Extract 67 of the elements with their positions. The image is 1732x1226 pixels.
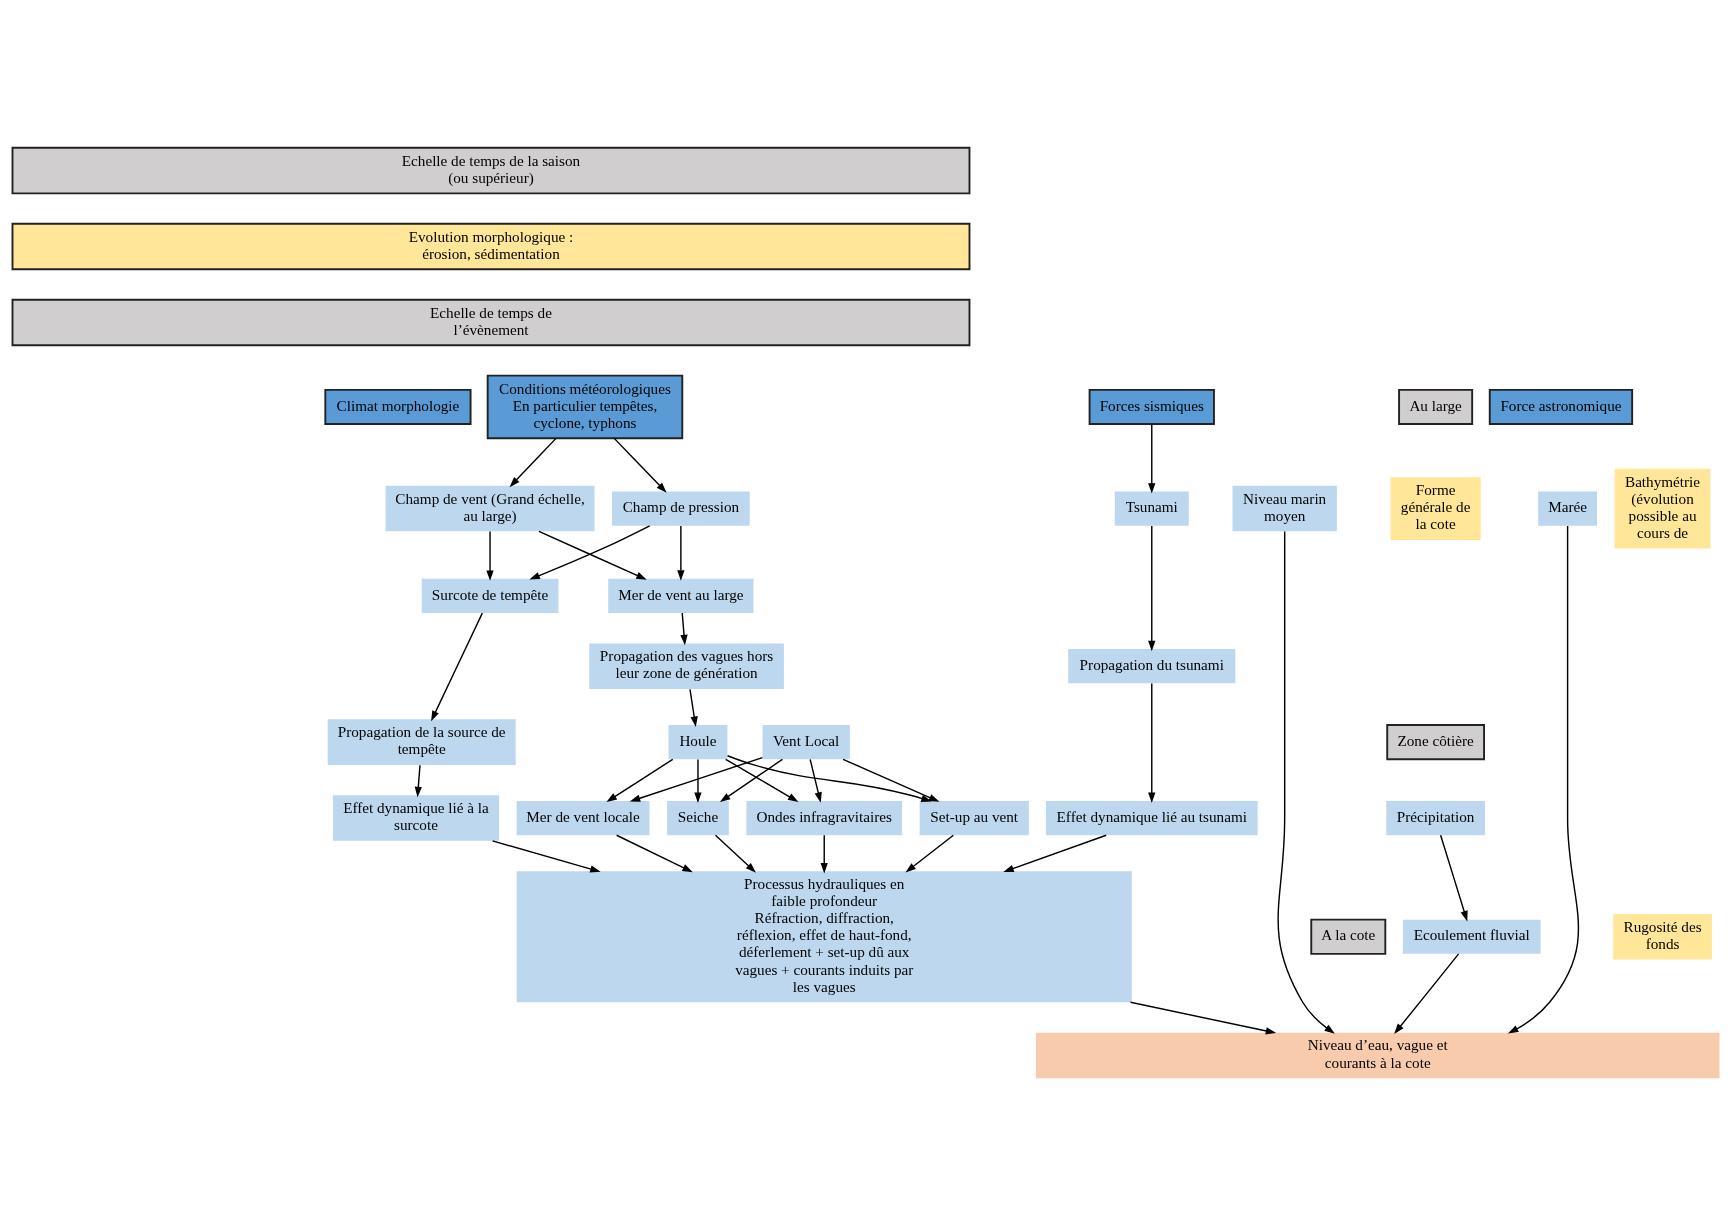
node-box: Effet dynamique lié à la surcote: [332, 795, 500, 841]
node-box: Evolution morphologique : érosion, sédimentation: [11, 222, 971, 271]
node-box: Processus hydrauliques en faible profondeur Réfraction, diffraction, réflexion, effet de haut-fond, déferlement + set-up dû aux vagues + courants induits par les vagues: [516, 871, 1132, 1003]
arrow: [1508, 525, 1580, 1034]
node-box: A la cote: [1310, 918, 1387, 955]
arrow: [719, 758, 784, 803]
arrow: [615, 834, 693, 873]
node-box: Marée: [1538, 491, 1598, 526]
node-box: Echelle de temps de l’évènement: [11, 298, 971, 347]
arrow: [529, 525, 651, 580]
arrow: [1148, 682, 1156, 803]
node-box: Propagation du tsunami: [1068, 649, 1236, 684]
node-box: Mer de vent au large: [608, 578, 754, 613]
arrow: [842, 758, 940, 802]
arrow: [1003, 834, 1107, 872]
node-box: Force astronomique: [1488, 388, 1634, 425]
node-box: Niveau marin moyen: [1232, 485, 1337, 532]
arrow: [606, 758, 674, 803]
node-box: Conditions météorologiques En particulier tempêtes, cyclone, typhons: [486, 374, 684, 440]
node-box: Propagation des vagues hors leur zone de génération: [589, 643, 784, 689]
arrow: [694, 758, 702, 803]
node-box: Surcote de tempête: [421, 578, 559, 613]
arrow: [414, 764, 422, 798]
node-box: Bathymétrie (évolution possible au cours de: [1614, 468, 1711, 549]
arrow: [538, 530, 647, 580]
node-box: Niveau d’eau, vague et courants à la cote: [1035, 1032, 1720, 1079]
arrow: [509, 437, 557, 488]
node-box: Champ de vent (Grand échelle, au large): [385, 485, 595, 532]
node-box: Propagation de la source de tempête: [327, 719, 516, 765]
node-box: Forces sismiques: [1088, 388, 1215, 425]
node-box: Ondes infragravitaires: [746, 801, 903, 836]
node-box: Au large: [1398, 388, 1474, 425]
node-box: Précipitation: [1386, 801, 1485, 836]
node-box: Zone côtière: [1386, 724, 1485, 761]
node-box: Climat morphologie: [324, 388, 472, 425]
node-box: Echelle de temps de la saison (ou supérieur): [11, 146, 971, 195]
arrow: [905, 834, 955, 873]
arrow: [1148, 525, 1156, 652]
arrow: [1439, 834, 1468, 922]
arrow: [680, 612, 688, 646]
node-box: Tsunami: [1114, 491, 1189, 526]
arrow: [486, 530, 494, 581]
arrow: [714, 834, 756, 873]
node-box: Ecoulement fluvial: [1402, 919, 1541, 954]
arrow: [1394, 953, 1460, 1035]
arrow: [629, 756, 764, 802]
arrow: [1129, 1001, 1277, 1035]
arrow: [726, 755, 932, 802]
node-box: Mer de vent locale: [516, 801, 650, 836]
node-box: Forme générale de la cote: [1390, 477, 1481, 540]
node-box: Effet dynamique lié au tsunami: [1045, 801, 1258, 836]
node-box: Rugosité des fonds: [1613, 913, 1712, 960]
node-box: Set-up au vent: [919, 801, 1029, 836]
node-box: Champ de pression: [612, 491, 750, 526]
arrow: [809, 758, 822, 803]
arrow: [613, 437, 667, 493]
node-box: Seiche: [667, 801, 729, 836]
arrow: [724, 758, 799, 802]
arrow: [431, 612, 484, 722]
arrow: [689, 688, 698, 727]
arrow: [820, 834, 828, 874]
arrow: [1277, 530, 1335, 1034]
node-box: Houle: [668, 725, 728, 760]
arrow: [677, 525, 685, 581]
arrow: [1148, 423, 1156, 494]
node-box: Vent Local: [762, 725, 850, 760]
arrow: [491, 840, 601, 873]
